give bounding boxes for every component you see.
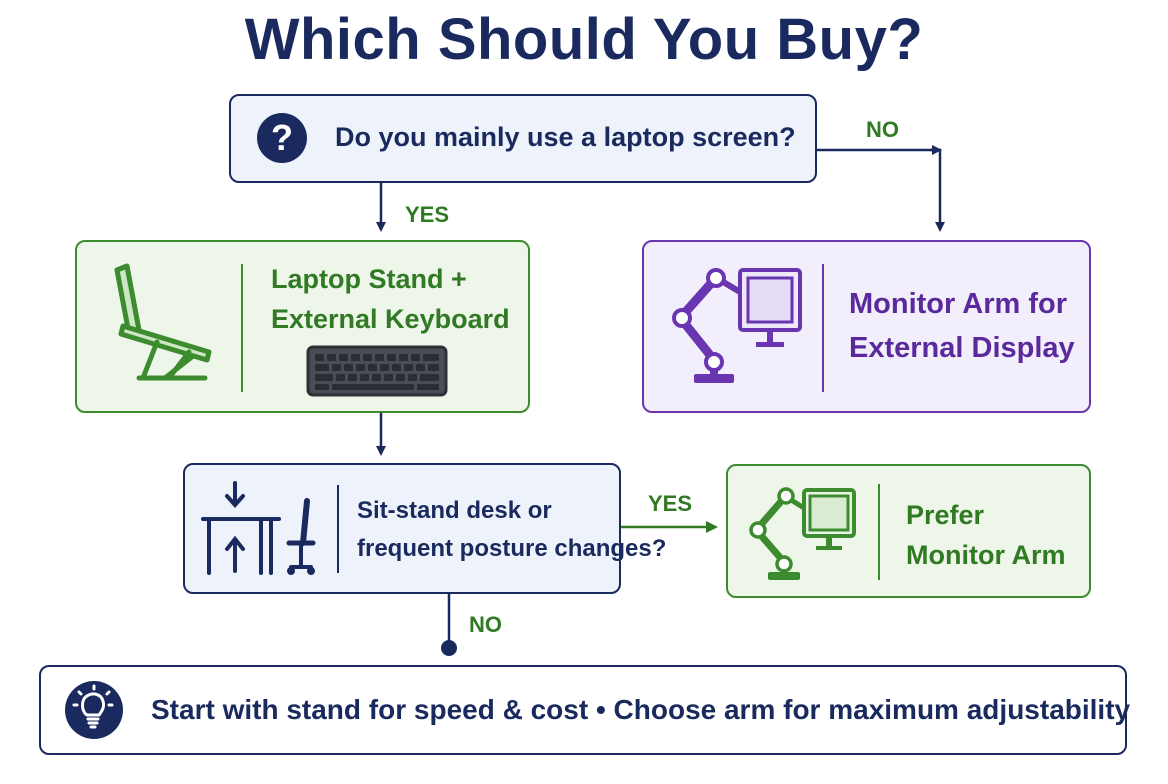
summary-banner: Start with stand for speed & cost • Choo… xyxy=(39,665,1131,755)
connector-dot xyxy=(441,640,457,656)
monitor-arm-icon xyxy=(672,268,802,383)
posture-question-line-2: frequent posture changes? xyxy=(357,535,667,562)
sit-stand-desk-icon xyxy=(201,481,316,575)
option-divider xyxy=(337,485,339,573)
prefer-option-line-2: Monitor Arm xyxy=(906,540,1066,570)
page-title: Which Should You Buy? xyxy=(244,7,924,72)
option-divider xyxy=(241,264,243,392)
laptop-stand-icon xyxy=(114,263,212,381)
monitor-option-line-2: External Display xyxy=(849,332,1075,364)
edge-label-no-2: NO xyxy=(469,612,502,637)
summary-text: Start with stand for speed & cost • Choo… xyxy=(151,694,1131,725)
option-divider xyxy=(878,484,880,580)
question-laptop-screen: ? Do you mainly use a laptop screen? xyxy=(229,94,817,183)
laptop-option-line-1: Laptop Stand + xyxy=(271,264,467,294)
option-divider xyxy=(822,264,824,392)
monitor-arm-icon xyxy=(749,487,856,580)
option-laptop-stand: Laptop Stand + External Keyboard xyxy=(75,240,530,413)
edge-label-no-1: NO xyxy=(866,117,899,142)
laptop-option-line-2: External Keyboard xyxy=(271,304,510,334)
option-prefer-monitor-arm: Prefer Monitor Arm xyxy=(726,464,1091,598)
question-sit-stand: Sit-stand desk or frequent posture chang… xyxy=(183,463,666,594)
keyboard-icon xyxy=(306,345,448,397)
monitor-option-line-1: Monitor Arm for xyxy=(849,288,1068,320)
arrow-no-to-monitor xyxy=(817,148,945,232)
prefer-option-line-1: Prefer xyxy=(906,500,985,530)
posture-question-line-1: Sit-stand desk or xyxy=(357,497,552,524)
question-mark-icon: ? xyxy=(257,113,307,163)
edge-label-yes-1: YES xyxy=(405,202,450,227)
lightbulb-icon xyxy=(65,681,123,739)
question-text: Do you mainly use a laptop screen? xyxy=(335,122,796,152)
edge-label-yes-2: YES xyxy=(648,491,693,516)
option-monitor-arm: Monitor Arm for External Display xyxy=(642,240,1091,413)
